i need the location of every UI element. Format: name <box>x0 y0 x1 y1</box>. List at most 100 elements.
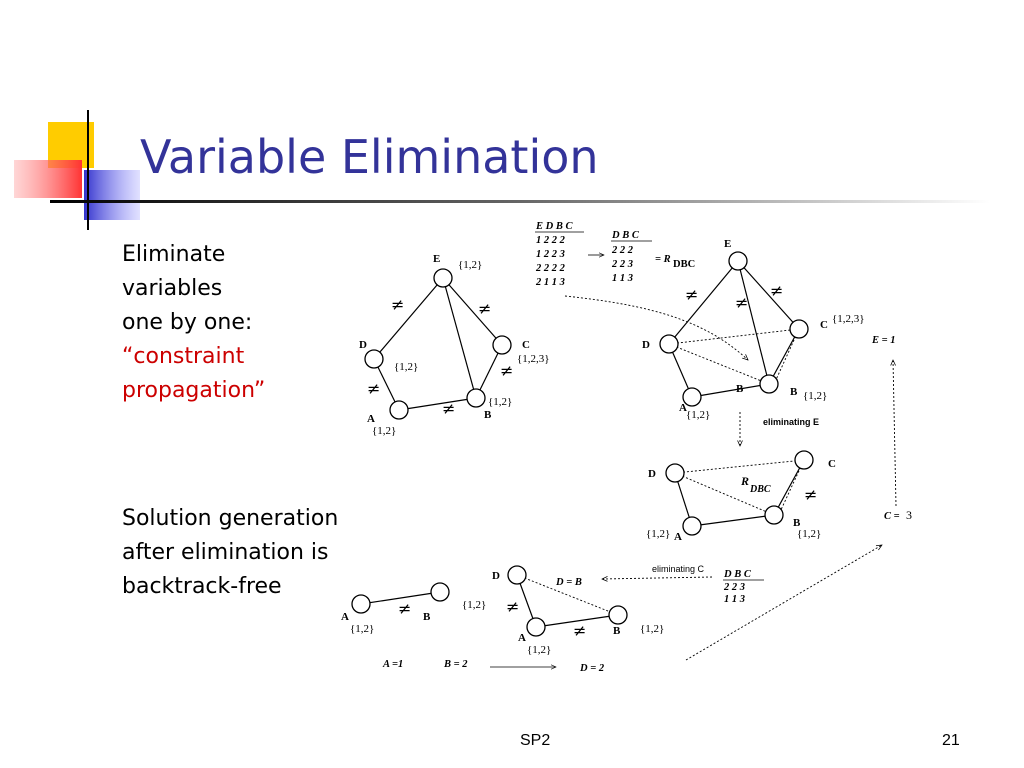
node-a <box>389 400 409 420</box>
domain-a: {1,2} <box>527 644 551 656</box>
label-a: A <box>367 413 375 425</box>
table-edbc: E D B C 1 2 2 2 1 2 2 3 2 2 2 2 2 1 1 3 <box>535 221 584 288</box>
neq: ≠ <box>573 621 586 640</box>
arrow-table-to-graph <box>564 295 748 360</box>
domain-b: {1,2} <box>797 528 821 540</box>
table-edbc-row: 1 2 2 3 <box>536 249 565 260</box>
intro-line: one by one: <box>122 310 253 335</box>
outro-text: Solution generation after elimination is… <box>122 502 338 604</box>
domain-b: {1,2} <box>488 396 512 408</box>
slide-decoration <box>14 110 140 230</box>
neq-a-b: ≠ <box>442 399 455 418</box>
intro-highlight-line: “constraint <box>122 344 245 369</box>
label-b: B <box>793 517 801 529</box>
intro-text: Eliminate variables one by one: “constra… <box>122 238 265 408</box>
label-b: B <box>423 611 431 623</box>
assign-c: C = <box>884 511 900 522</box>
label-e: E <box>433 253 440 265</box>
table-dbc-row: 2 2 2 <box>611 245 634 256</box>
domain-a: {1,2} <box>372 425 396 437</box>
label-c: C <box>828 458 836 470</box>
domain-a: {1,2} <box>646 528 670 540</box>
label-a: A <box>674 531 682 543</box>
domain-b: {1,2} <box>640 623 664 635</box>
relation-r: R <box>740 474 749 488</box>
domain-b: {1,2} <box>462 599 486 611</box>
caption-eliminating-c: eliminating C <box>652 564 705 574</box>
graph-a-b: A {1,2} B {1,2} ≠ <box>341 582 486 635</box>
neq-d-a: ≠ <box>367 379 380 398</box>
neq-c-b: ≠ <box>500 361 513 380</box>
label-d: D <box>492 570 500 582</box>
intro-line: Eliminate <box>122 242 226 267</box>
node-b <box>466 388 486 408</box>
domain-c: {1,2,3} <box>517 353 550 365</box>
intro-highlight-line: propagation” <box>122 378 266 403</box>
caption-eliminating-e: eliminating E <box>763 417 819 427</box>
neq: ≠ <box>804 485 817 504</box>
neq: ≠ <box>735 293 748 312</box>
label-b: B <box>484 409 492 421</box>
label-b: B <box>613 625 621 637</box>
neq: ≠ <box>506 597 519 616</box>
assign-e: E = 1 <box>871 335 896 346</box>
edge-e-d <box>373 277 444 360</box>
label-b: B <box>790 386 798 398</box>
graph-with-rdbc: E D C {1,2,3} A {1,2} B B {1,2} ≠ ≠ ≠ el… <box>642 238 865 427</box>
label-c: C <box>820 319 828 331</box>
neq-e-c: ≠ <box>478 299 491 318</box>
neq: ≠ <box>398 599 411 618</box>
label-d: D <box>359 339 367 351</box>
label-d: D <box>648 468 656 480</box>
graph-after-c: D D = B A {1,2} B {1,2} ≠ ≠ <box>492 565 664 656</box>
table-edbc-row: 2 1 1 3 <box>535 277 565 288</box>
table-dbc-header: D B C <box>611 230 640 241</box>
arrow-d-to-c <box>685 545 882 661</box>
table-dbc-small-header: D B C <box>723 569 752 580</box>
constraint-d-b: D = B <box>555 577 582 588</box>
table-dbc-result: = R <box>655 254 671 265</box>
graph-original: E {1,2} D {1,2} C {1,2,3} A {1,2} B {1,2… <box>359 253 550 437</box>
footer-label: SP2 <box>520 732 551 749</box>
label-a: A <box>341 611 349 623</box>
label-c: C <box>522 339 530 351</box>
relation-sub: DBC <box>749 484 771 495</box>
page-number: 21 <box>942 732 960 749</box>
table-dbc-small-row: 2 2 3 <box>723 582 745 593</box>
outro-line: backtrack-free <box>122 574 282 599</box>
title-underline <box>50 200 990 203</box>
assign-c-value: 3 <box>906 508 912 522</box>
domain-a: {1,2} <box>350 623 374 635</box>
neq: ≠ <box>685 285 698 304</box>
table-dbc-row: 1 1 3 <box>612 273 633 284</box>
assign-b: B = 2 <box>443 659 468 670</box>
label-d: D <box>642 339 650 351</box>
edge-e-c <box>442 277 503 346</box>
arrow-c-to-e <box>893 360 897 507</box>
slide-title: Variable Elimination <box>140 130 599 184</box>
graph-after-e: D C R DBC A {1,2} B {1,2} ≠ <box>646 450 836 543</box>
table-edbc-header: E D B C <box>535 221 573 232</box>
label-b-prime: B <box>736 383 744 395</box>
arrow-eliminate-c <box>602 577 713 579</box>
node-e <box>433 268 453 288</box>
label-a: A <box>518 632 526 644</box>
table-dbc: D B C 2 2 2 2 2 3 1 1 3 = R DBC <box>611 230 695 284</box>
table-dbc-small: D B C 2 2 3 1 1 3 <box>723 569 764 605</box>
table-dbc-result-sub: DBC <box>673 259 695 270</box>
node-c <box>492 335 512 355</box>
neq: ≠ <box>770 281 783 300</box>
table-edbc-row: 2 2 2 2 <box>535 263 566 274</box>
domain-d: {1,2} <box>394 361 418 373</box>
neq-e-d: ≠ <box>391 295 404 314</box>
table-edbc-row: 1 2 2 2 <box>536 235 566 246</box>
label-a: A <box>679 402 687 414</box>
assign-d: D = 2 <box>579 663 605 674</box>
table-dbc-row: 2 2 3 <box>611 259 633 270</box>
table-dbc-small-row: 1 1 3 <box>724 594 745 605</box>
domain-c: {1,2,3} <box>832 313 865 325</box>
outro-line: after elimination is <box>122 540 329 565</box>
domain-b: {1,2} <box>803 390 827 402</box>
intro-line: variables <box>122 276 223 301</box>
